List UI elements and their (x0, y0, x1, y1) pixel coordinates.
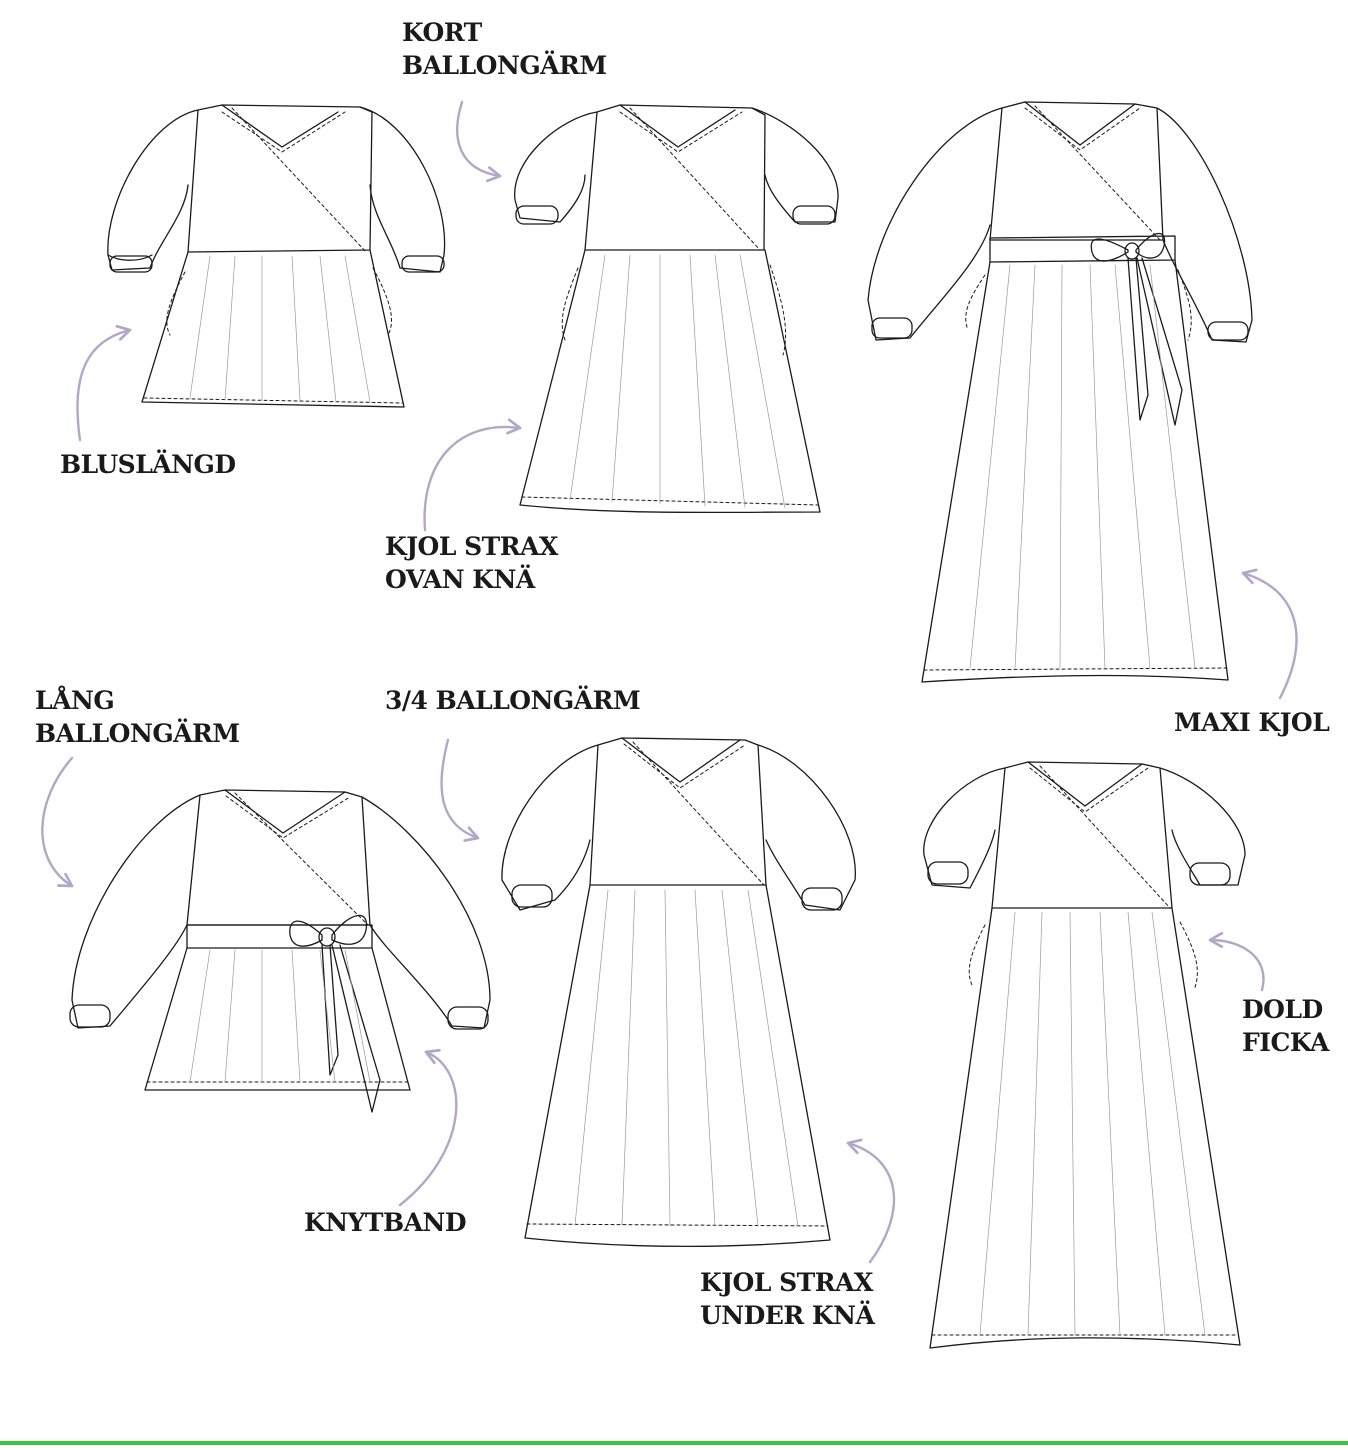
dress-sketch-hidden-pocket (924, 762, 1245, 1348)
dress-sketch-blouse (108, 105, 445, 407)
label-text: 3/4 BALLONGÄRM (385, 686, 641, 715)
label-tie-band: KNYTBAND (304, 1206, 467, 1239)
accent-bar (0, 1441, 1348, 1445)
dress-sketch-short-sleeve (515, 105, 838, 512)
curved-arrow-icon (846, 1138, 896, 1264)
label-blouse-length: BLUSLÄNGD (60, 448, 236, 481)
label-text: BLUSLÄNGD (60, 450, 236, 479)
dress-sketch-three-quarter-sleeve (502, 738, 855, 1247)
label-text: MAXI KJOL (1174, 708, 1330, 737)
curved-arrow-icon (1241, 568, 1298, 700)
label-text: KNYTBAND (304, 1208, 467, 1237)
dress-sketch-maxi (868, 102, 1252, 682)
label-short-balloon-sleeve: KORT BALLONGÄRM (402, 16, 607, 82)
curved-arrow-icon (41, 756, 74, 888)
curved-arrow-icon (398, 1048, 458, 1207)
curved-arrow-icon (423, 418, 522, 532)
label-long-balloon-sleeve: LÅNG BALLONGÄRM (35, 684, 240, 750)
label-text: LÅNG (35, 686, 115, 715)
curved-arrow-icon (440, 738, 480, 842)
label-text: UNDER KNÄ (700, 1301, 875, 1330)
label-text: BALLONGÄRM (402, 51, 607, 80)
label-text: KORT (402, 18, 482, 47)
label-three-quarter-sleeve: 3/4 BALLONGÄRM (385, 684, 641, 717)
curved-arrow-icon (456, 100, 502, 183)
label-text: FICKA (1242, 1028, 1329, 1057)
label-text: KJOL STRAX (385, 532, 558, 561)
label-text: BALLONGÄRM (35, 719, 240, 748)
dress-sketch-long-sleeve (70, 790, 490, 1112)
label-skirt-below-knee: KJOL STRAX UNDER KNÄ (700, 1266, 875, 1332)
curved-arrow-icon (76, 324, 132, 442)
label-hidden-pocket: DOLD FICKA (1242, 993, 1329, 1059)
label-maxi-skirt: MAXI KJOL (1174, 706, 1330, 739)
label-text: DOLD (1242, 995, 1323, 1024)
curved-arrow-icon (1208, 931, 1265, 992)
label-text: OVAN KNÄ (385, 565, 535, 594)
label-skirt-above-knee: KJOL STRAX OVAN KNÄ (385, 530, 558, 596)
label-text: KJOL STRAX (700, 1268, 873, 1297)
